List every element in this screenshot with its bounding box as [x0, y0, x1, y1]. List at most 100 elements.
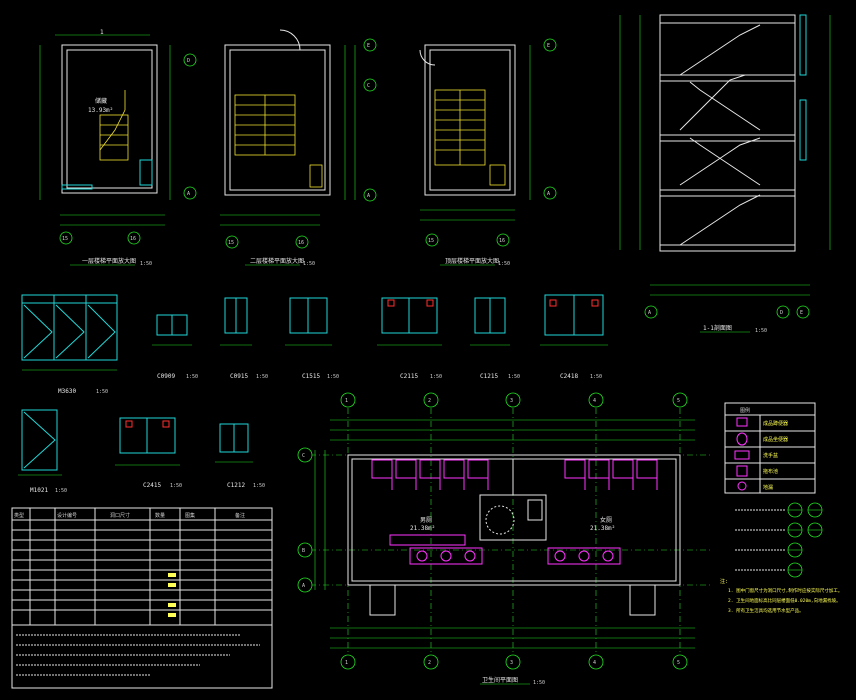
plan3-axis-A: A: [547, 191, 550, 197]
section-axis-E: E: [800, 310, 803, 316]
toilet-axis-top-3: 3: [510, 398, 513, 404]
toilet-right-room-name: 女厕: [600, 516, 612, 524]
label-C2415: C2415: [143, 482, 161, 489]
toilet-axis-bot-3: 3: [510, 660, 513, 666]
right-toilet-stalls: [564, 459, 658, 490]
toilet-plan: 男厕 21.38m² 女厕 21.38m² 1 2 3 4 5 1 2 3 4 …: [297, 392, 710, 686]
plan3-outline: [424, 44, 516, 196]
plan2-outline: [224, 44, 331, 196]
toilet-left-room-name: 男厕: [420, 517, 432, 524]
plan2-axis-E: E: [367, 43, 370, 49]
squat-toilet-icon: [736, 417, 748, 427]
plan1-caption: 一层楼梯平面放大图: [82, 257, 136, 265]
toilet-axis-top-4: 4: [593, 398, 596, 404]
label-C2418: C2418: [560, 373, 578, 380]
plan1-outline: [61, 44, 158, 194]
notes-line-2: 2. 卫生间地面标高比同层楼面低0.020m,向地漏找坡。: [728, 597, 841, 604]
window-elevations-row2: M1021 1:50 C2415 1:50 C1212 1:50: [18, 409, 265, 494]
plan2-axis-16: 16: [298, 240, 304, 246]
plan2-axis-A: A: [367, 193, 370, 199]
scale-C0909: 1:50: [186, 374, 198, 380]
scale-C0915: 1:50: [256, 374, 268, 380]
toilet-axis-top-2: 2: [428, 398, 431, 404]
toilet-axis-C: C: [302, 453, 305, 459]
stair-plan-2: 15 16 E C A 二层楼梯平面放大图 1:50: [220, 29, 377, 267]
table-header-code: 设计编号: [57, 512, 77, 519]
notes-title: 注:: [720, 578, 728, 585]
plan1-scale: 1:50: [140, 261, 152, 267]
legend-title: 图例: [740, 407, 750, 414]
plan1-room-name: 储藏: [95, 97, 107, 105]
detail-symbols: [735, 502, 823, 578]
scale-C1212: 1:50: [253, 483, 265, 489]
plan3-axis-16: 16: [499, 238, 505, 244]
door-M3630: [21, 294, 118, 361]
left-wash-counter: [409, 547, 483, 565]
table-header-size: 洞口尺寸: [110, 512, 130, 519]
scale-C2418: 1:50: [590, 374, 602, 380]
plan1-cut-mark-top: 1: [100, 29, 104, 36]
toilet-axis-B: B: [302, 548, 305, 554]
plan3-axis-15: 15: [428, 238, 434, 244]
toilet-axis-bot-4: 4: [593, 660, 596, 666]
toilet-right-area: 21.38m²: [590, 525, 615, 532]
scale-C1515: 1:50: [327, 374, 339, 380]
table-header-remark: 备注: [235, 512, 245, 519]
scale-C1215: 1:50: [508, 374, 520, 380]
legend-item-4: 拖布池: [763, 468, 778, 475]
plan1-axis-15: 15: [62, 236, 68, 242]
window-elevations-row1: M3630 1:50 C0909 1:50 C0915 1:50 C1515 1…: [21, 294, 608, 395]
door-M1021: [21, 409, 58, 471]
stair-section: A D E 1-1剖面图 1:50: [619, 14, 831, 334]
legend-item-3: 洗手盆: [763, 452, 778, 459]
table-header-type: 类型: [14, 512, 24, 519]
plan2-caption: 二层楼梯平面放大图: [250, 257, 304, 265]
toilet-axis-bot-5: 5: [677, 660, 680, 666]
notes-line-3: 3. 所有卫生洁具均选用节水型产品。: [728, 607, 804, 614]
legend-item-1: 成品蹲便器: [763, 420, 788, 427]
section-scale: 1:50: [755, 328, 767, 334]
plan2-axis-15: 15: [228, 240, 234, 246]
label-C2115: C2115: [400, 373, 418, 380]
plan1-axis-A: A: [187, 191, 190, 197]
scale-M1021: 1:50: [55, 488, 67, 494]
legend-panel: 图例 成品蹲便器 成品坐便器 洗手盆 拖布池 地漏: [724, 402, 823, 578]
section-axis-D: D: [780, 310, 783, 316]
toilet-axis-top-5: 5: [677, 398, 680, 404]
toilet-caption: 卫生间平面图: [482, 676, 518, 684]
label-C0915: C0915: [230, 373, 248, 380]
label-C1212: C1212: [227, 482, 245, 489]
stair-plan-1: 1 储藏 13.93m² 15 16 D A 一层楼梯平面放大图 1:50: [39, 29, 197, 267]
toilet-left-area: 21.38m²: [410, 525, 435, 532]
toilet-scale: 1:50: [533, 680, 545, 686]
legend-item-5: 地漏: [763, 484, 773, 491]
plan1-axis-D: D: [187, 58, 190, 64]
scale-C2415: 1:50: [170, 483, 182, 489]
plan1-axis-16: 16: [130, 236, 136, 242]
label-M1021: M1021: [30, 487, 48, 494]
plan3-caption: 顶层楼梯平面放大图: [445, 257, 499, 265]
label-C1515: C1515: [302, 373, 320, 380]
toilet-axis-bot-2: 2: [428, 660, 431, 666]
right-wash-counter: [547, 547, 621, 565]
table-header-count: 数量: [155, 512, 165, 519]
toilet-axis-top-1: 1: [345, 398, 348, 404]
label-C0909: C0909: [157, 373, 175, 380]
left-toilet-stalls: [371, 459, 489, 490]
door-window-table: 类型 设计编号 洞口尺寸 数量 图集 备注: [11, 507, 273, 689]
toilet-axis-A: A: [302, 583, 305, 589]
label-M3630: M3630: [58, 388, 76, 395]
stair-plan-3: 15 16 E A 顶层楼梯平面放大图 1:50: [419, 38, 557, 267]
toilet-axis-bot-1: 1: [345, 660, 348, 666]
label-C1215: C1215: [480, 373, 498, 380]
plan2-scale: 1:50: [303, 261, 315, 267]
plan3-axis-E: E: [547, 43, 550, 49]
legend-item-2: 成品坐便器: [763, 436, 788, 443]
seat-toilet-icon: [736, 432, 748, 446]
plan2-axis-C: C: [367, 83, 370, 89]
scale-M3630: 1:50: [96, 389, 108, 395]
mop-sink-icon: [736, 465, 748, 477]
notes-line-1: 1. 图中门窗尺寸为洞口尺寸,制作时应按实际尺寸加工。: [728, 587, 842, 594]
wash-basin-icon: [734, 450, 750, 460]
